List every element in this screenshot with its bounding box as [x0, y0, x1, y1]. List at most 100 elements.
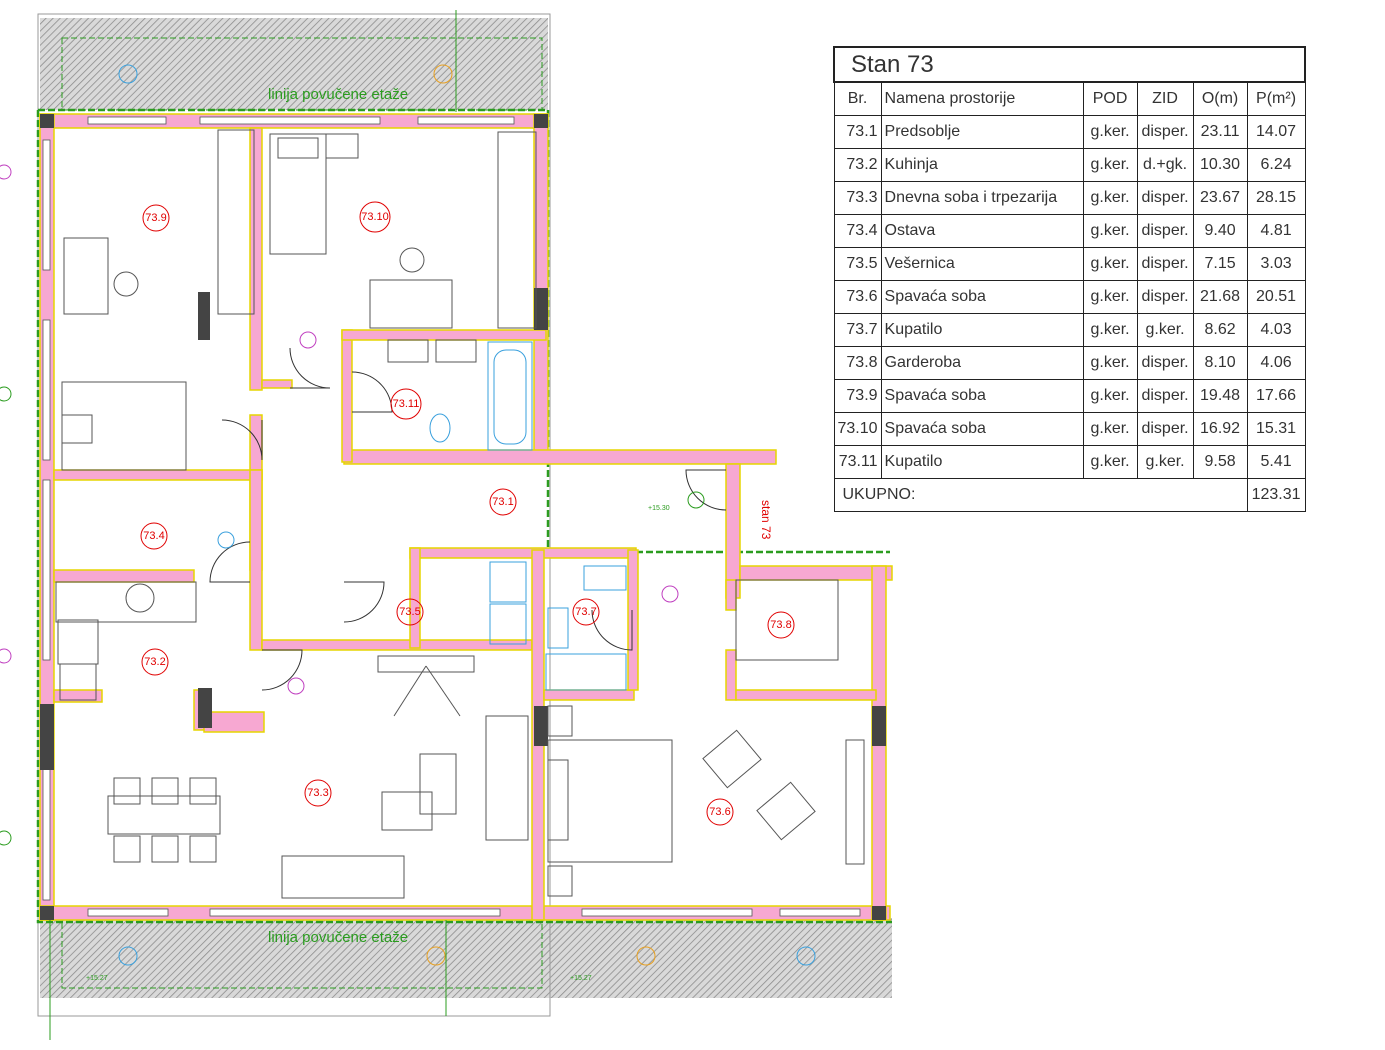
- table-header-row: Br. Namena prostorije POD ZID O(m) P(m²): [833, 81, 1306, 116]
- svg-text:73.11: 73.11: [393, 398, 420, 410]
- room-tag-73-6: 73.6: [706, 798, 734, 826]
- row-perimeter: 23.67: [1192, 181, 1248, 215]
- row-area: 6.24: [1246, 148, 1306, 182]
- room-tags: 73.1 73.2 73.3 73.4 73.5 73.6 73.7 73.8 …: [140, 201, 795, 826]
- row-floor: g.ker.: [1082, 313, 1138, 347]
- row-room-name: Kuhinja: [880, 148, 1084, 182]
- svg-text:73.1: 73.1: [492, 496, 513, 508]
- room-tag-73-1: 73.1: [489, 488, 517, 516]
- row-area: 4.03: [1246, 313, 1306, 347]
- room-tag-73-9: 73.9: [142, 204, 170, 232]
- header-p: P(m²): [1246, 81, 1306, 116]
- balcony-level-mark-1: +15.27: [86, 975, 108, 982]
- row-perimeter: 9.58: [1192, 445, 1248, 479]
- room-tag-73-3: 73.3: [304, 779, 332, 807]
- row-number: 73.7: [833, 313, 882, 347]
- svg-text:73.4: 73.4: [143, 530, 164, 542]
- row-floor: g.ker.: [1082, 412, 1138, 446]
- floor-plan: linija povučene etaže linija povučene et…: [0, 10, 893, 1040]
- row-area: 4.81: [1246, 214, 1306, 248]
- total-label: UKUPNO:: [833, 478, 1248, 512]
- row-number: 73.10: [833, 412, 882, 446]
- row-floor: g.ker.: [1082, 280, 1138, 314]
- apartment-entrance-label: stan 73: [759, 500, 773, 540]
- room-schedule-table: Stan 73 Br. Namena prostorije POD ZID O(…: [832, 46, 1307, 512]
- row-perimeter: 7.15: [1192, 247, 1248, 281]
- row-area: 20.51: [1246, 280, 1306, 314]
- windows: [42, 116, 861, 917]
- row-number: 73.6: [833, 280, 882, 314]
- row-room-name: Predsoblje: [880, 115, 1084, 149]
- row-number: 73.9: [833, 379, 882, 413]
- header-o: O(m): [1192, 81, 1248, 116]
- header-zid: ZID: [1136, 81, 1194, 116]
- row-wall: disper.: [1136, 379, 1194, 413]
- row-number: 73.5: [833, 247, 882, 281]
- balcony-label-top: linija povučene etaže: [268, 86, 408, 103]
- total-value: 123.31: [1246, 478, 1306, 512]
- row-perimeter: 21.68: [1192, 280, 1248, 314]
- row-floor: g.ker.: [1082, 346, 1138, 380]
- level-mark: +15.30: [648, 505, 670, 512]
- table-total-row: UKUPNO: 123.31: [833, 478, 1306, 512]
- row-perimeter: 9.40: [1192, 214, 1248, 248]
- row-wall: disper.: [1136, 181, 1194, 215]
- room-tag-73-7: 73.7: [572, 598, 600, 626]
- row-perimeter: 10.30: [1192, 148, 1248, 182]
- row-room-name: Spavaća soba: [880, 412, 1084, 446]
- table-title-row: Stan 73: [832, 46, 1307, 83]
- row-wall: d.+gk.: [1136, 148, 1194, 182]
- site-outline: [37, 13, 551, 1017]
- balcony-level-mark-2: +15.27: [570, 975, 592, 982]
- row-room-name: Garderoba: [880, 346, 1084, 380]
- row-area: 15.31: [1246, 412, 1306, 446]
- furniture: [55, 129, 865, 899]
- row-number: 73.3: [833, 181, 882, 215]
- room-tag-73-8: 73.8: [767, 611, 795, 639]
- row-perimeter: 8.10: [1192, 346, 1248, 380]
- structural-columns: [40, 114, 886, 920]
- svg-text:73.3: 73.3: [307, 787, 328, 799]
- row-room-name: Dnevna soba i trpezarija: [880, 181, 1084, 215]
- row-floor: g.ker.: [1082, 115, 1138, 149]
- row-room-name: Spavaća soba: [880, 280, 1084, 314]
- balcony-label-bottom: linija povučene etaže: [268, 929, 408, 946]
- row-wall: disper.: [1136, 412, 1194, 446]
- row-wall: g.ker.: [1136, 313, 1194, 347]
- room-tag-73-4: 73.4: [140, 522, 168, 550]
- row-area: 14.07: [1246, 115, 1306, 149]
- svg-text:73.6: 73.6: [709, 806, 730, 818]
- room-tag-73-2: 73.2: [141, 648, 169, 676]
- row-floor: g.ker.: [1082, 214, 1138, 248]
- row-number: 73.1: [833, 115, 882, 149]
- row-number: 73.8: [833, 346, 882, 380]
- svg-text:73.2: 73.2: [144, 656, 165, 668]
- row-floor: g.ker.: [1082, 247, 1138, 281]
- room-tag-73-10: 73.10: [359, 201, 391, 233]
- row-perimeter: 23.11: [1192, 115, 1248, 149]
- row-wall: disper.: [1136, 346, 1194, 380]
- row-floor: g.ker.: [1082, 148, 1138, 182]
- svg-text:73.10: 73.10: [361, 211, 389, 223]
- row-room-name: Ostava: [880, 214, 1084, 248]
- row-room-name: Kupatilo: [880, 313, 1084, 347]
- svg-text:73.9: 73.9: [145, 212, 166, 224]
- row-room-name: Vešernica: [880, 247, 1084, 281]
- svg-text:73.7: 73.7: [575, 606, 596, 618]
- row-room-name: Kupatilo: [880, 445, 1084, 479]
- row-number: 73.4: [833, 214, 882, 248]
- plan-markers: [0, 10, 816, 1040]
- balcony-bottom: [40, 917, 892, 998]
- table-title: Stan 73: [832, 46, 1307, 83]
- row-number: 73.11: [833, 445, 882, 479]
